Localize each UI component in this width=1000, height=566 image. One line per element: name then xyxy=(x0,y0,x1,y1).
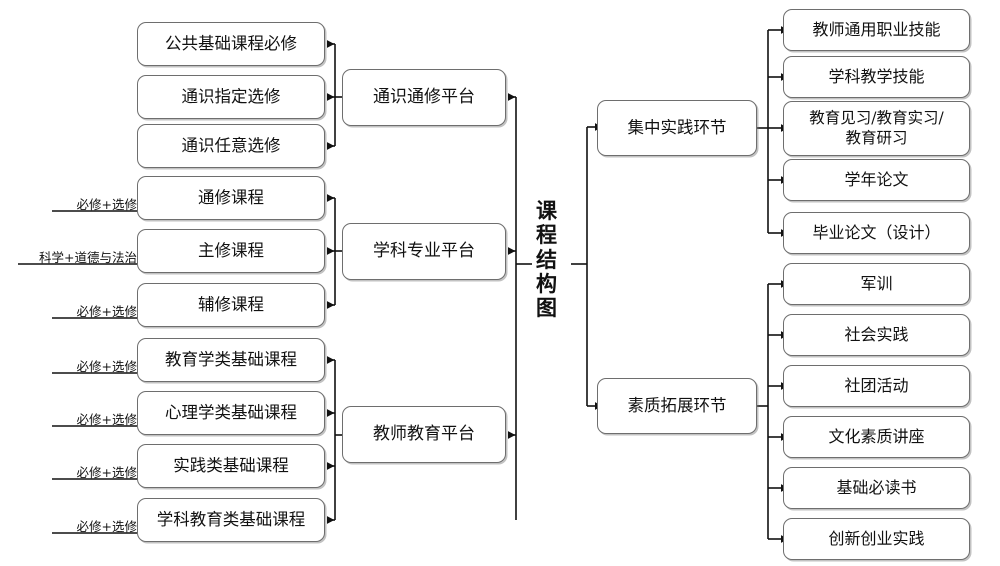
course-label: 学科教育类基础课程 xyxy=(156,509,306,529)
practice-item-box[interactable]: 毕业论文（设计） xyxy=(783,212,970,254)
practice-item-label: 教师通用职业技能 xyxy=(812,19,941,39)
course-label: 辅修课程 xyxy=(198,294,264,314)
quality-item-box[interactable]: 文化素质讲座 xyxy=(783,416,970,458)
platform-label: 教师教育平台 xyxy=(373,423,475,444)
quality-item-label: 社团活动 xyxy=(844,375,909,395)
edge-label: 必修+选修 xyxy=(76,519,137,534)
course-box[interactable]: 辅修课程 xyxy=(137,283,325,327)
quality-item-label: 创新创业实践 xyxy=(828,528,925,548)
quality-item-label: 军训 xyxy=(860,273,893,293)
quality-item-box[interactable]: 创新创业实践 xyxy=(783,518,970,560)
practice-item-box[interactable]: 学科教学技能 xyxy=(783,56,970,98)
platform-label: 学科专业平台 xyxy=(373,240,475,261)
platform-box[interactable]: 学科专业平台 xyxy=(342,223,506,280)
quality-item-label: 文化素质讲座 xyxy=(828,426,925,446)
title-char: 构 xyxy=(536,271,558,297)
quality-item-label: 基础必读书 xyxy=(836,477,917,497)
edge-label: 必修+选修 xyxy=(76,197,137,212)
course-box[interactable]: 通识任意选修 xyxy=(137,124,325,168)
course-label: 通识任意选修 xyxy=(181,135,281,155)
course-label: 通识指定选修 xyxy=(181,86,281,106)
course-box[interactable]: 主修课程 xyxy=(137,229,325,273)
phase-label: 集中实践环节 xyxy=(627,117,727,137)
quality-item-box[interactable]: 社会实践 xyxy=(783,314,970,356)
course-label: 实践类基础课程 xyxy=(173,455,289,475)
course-label: 通修课程 xyxy=(198,187,264,207)
practice-item-label: 毕业论文（设计） xyxy=(812,222,941,242)
course-box[interactable]: 教育学类基础课程 xyxy=(137,338,325,382)
title-char: 课 xyxy=(536,198,558,223)
edge-label: 必修+选修 xyxy=(76,359,137,374)
edge-label: 科学+道德与法治 xyxy=(39,250,137,265)
title-char: 程 xyxy=(536,222,558,248)
platform-label: 通识通修平台 xyxy=(373,86,475,107)
course-label: 教育学类基础课程 xyxy=(165,349,297,369)
page-title: 课 程 结 构 图 xyxy=(533,198,561,321)
quality-item-box[interactable]: 社团活动 xyxy=(783,365,970,407)
phase-label: 素质拓展环节 xyxy=(627,395,727,415)
quality-item-box[interactable]: 基础必读书 xyxy=(783,467,970,509)
title-char: 图 xyxy=(536,295,558,321)
title-char: 结 xyxy=(536,246,558,272)
quality-item-label: 社会实践 xyxy=(844,324,909,344)
course-box[interactable]: 公共基础课程必修 xyxy=(137,22,325,66)
course-box[interactable]: 通识指定选修 xyxy=(137,75,325,119)
edge-label: 必修+选修 xyxy=(76,465,137,480)
practice-item-box[interactable]: 学年论文 xyxy=(783,159,970,201)
edge-label: 必修+选修 xyxy=(76,412,137,427)
practice-item-box[interactable]: 教育见习/教育实习/教育研习 xyxy=(783,101,970,156)
edge-label: 必修+选修 xyxy=(76,304,137,319)
platform-box[interactable]: 通识通修平台 xyxy=(342,69,506,126)
course-box[interactable]: 实践类基础课程 xyxy=(137,444,325,488)
phase-box[interactable]: 素质拓展环节 xyxy=(597,378,757,434)
platform-box[interactable]: 教师教育平台 xyxy=(342,406,506,463)
practice-item-label: 教育见习/教育实习/教育研习 xyxy=(809,109,944,147)
course-label: 心理学类基础课程 xyxy=(165,402,297,422)
course-box[interactable]: 学科教育类基础课程 xyxy=(137,498,325,542)
course-box[interactable]: 心理学类基础课程 xyxy=(137,391,325,435)
phase-box[interactable]: 集中实践环节 xyxy=(597,100,757,156)
practice-item-box[interactable]: 教师通用职业技能 xyxy=(783,9,970,51)
course-box[interactable]: 通修课程 xyxy=(137,176,325,220)
practice-item-label: 学科教学技能 xyxy=(828,66,925,86)
course-label: 公共基础课程必修 xyxy=(165,33,297,53)
quality-item-box[interactable]: 军训 xyxy=(783,263,970,305)
course-label: 主修课程 xyxy=(198,240,264,260)
practice-item-label: 学年论文 xyxy=(844,169,909,189)
